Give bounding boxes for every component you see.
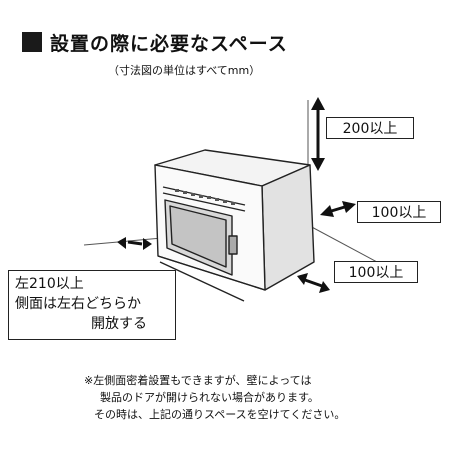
microwave-side bbox=[261, 164, 315, 291]
microwave bbox=[154, 149, 315, 302]
door-handle bbox=[228, 235, 238, 255]
left-clearance-line3: 開放する bbox=[91, 316, 147, 332]
square-bullet-icon bbox=[22, 32, 42, 52]
front-clearance-label: 100以上 bbox=[334, 261, 418, 283]
top-clearance-label: 200以上 bbox=[326, 117, 414, 139]
footnote-line2: 製品のドアが開けられない場合があります。 bbox=[100, 391, 319, 404]
footnote-line1: ※左側面密着設置もできますが、壁によっては bbox=[84, 374, 312, 387]
footnote-line3: その時は、上記の通りスペースを空けてください。 bbox=[94, 408, 346, 421]
right-clearance-label: 100以上 bbox=[357, 201, 441, 223]
subtitle: （寸法図の単位はすべてmm） bbox=[108, 64, 261, 77]
title-text: 設置の際に必要なスペース bbox=[50, 32, 288, 55]
left-clearance-line1: 左210以上 bbox=[15, 276, 84, 292]
control-panel bbox=[175, 189, 235, 205]
left-clearance-box: 左210以上 側面は左右どちらか 開放する bbox=[8, 270, 176, 340]
clearance-arrows bbox=[117, 97, 356, 293]
left-clearance-line2: 側面は左右どちらか bbox=[15, 296, 141, 312]
footnote: ※左側面密着設置もできますが、壁によっては 製品のドアが開けられない場合がありま… bbox=[84, 372, 345, 423]
page-title: 設置の際に必要なスペース bbox=[22, 28, 288, 56]
